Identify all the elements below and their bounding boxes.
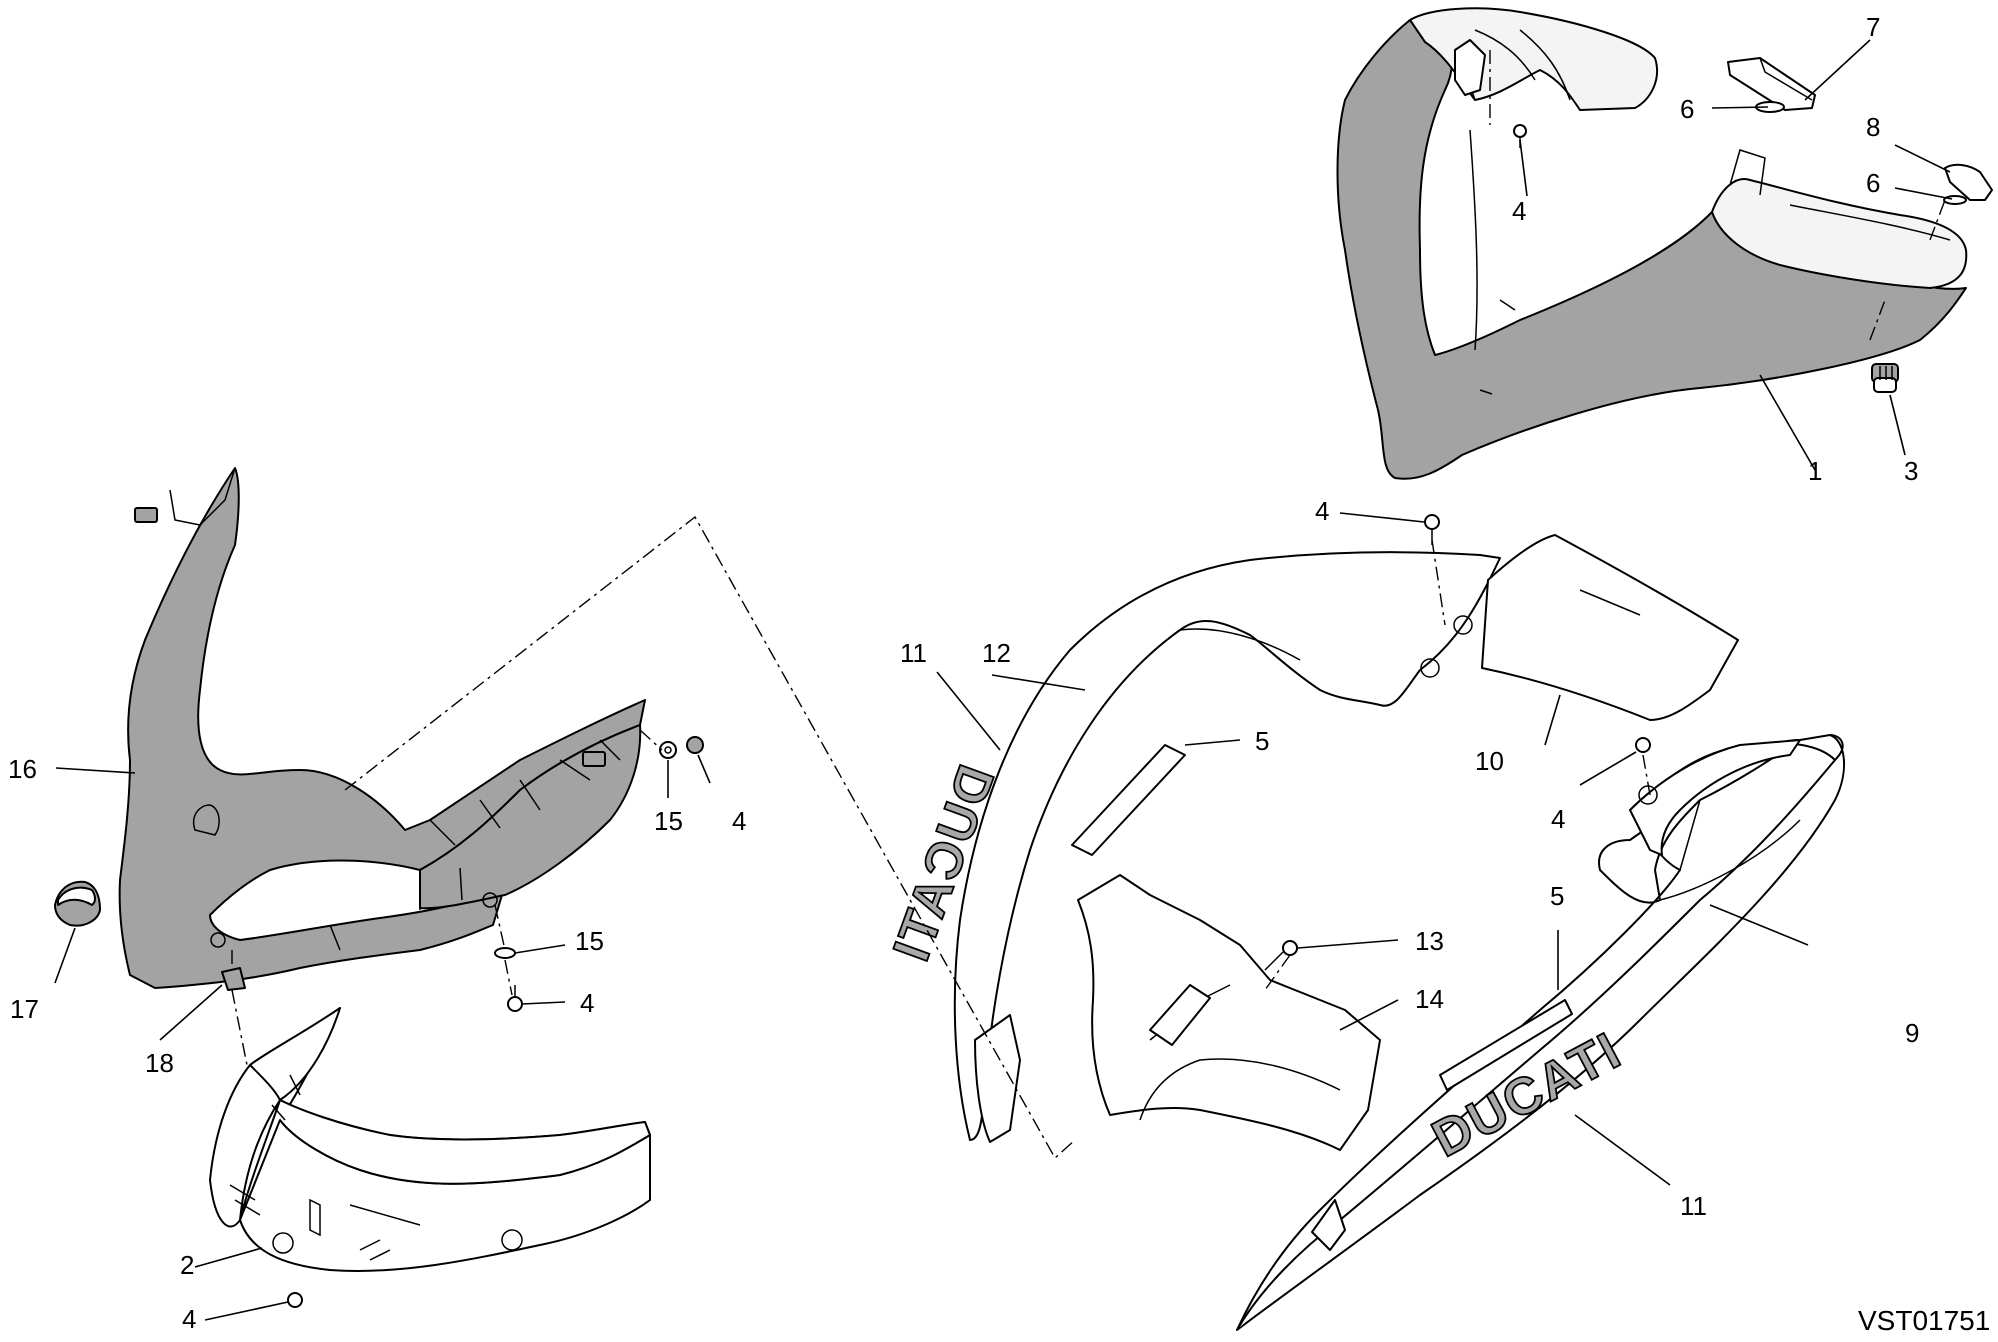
callout-4-center-top: 4 [1315, 496, 1329, 526]
part-5-strip-lower [1439, 999, 1573, 1091]
part-12-side-panel [953, 551, 1501, 1143]
callout-11-left: 11 [900, 638, 927, 668]
callout-17: 17 [10, 994, 39, 1024]
part-1-front-fairing [1336, 7, 1968, 480]
callout-9: 9 [1905, 1018, 1919, 1048]
callout-4-bottom: 4 [182, 1304, 196, 1334]
callout-14: 14 [1415, 984, 1444, 1014]
callout-15-lower: 15 [575, 926, 604, 956]
part-17-badge [54, 880, 101, 927]
part-5-strip-upper [1071, 744, 1186, 856]
callout-labels: 1 3 7 6 8 6 4 4 12 11 5 10 4 5 13 14 9 1… [8, 12, 1990, 1336]
part-2-lower-spoiler [209, 1007, 651, 1272]
part-4-screw-bottom-left [287, 1292, 303, 1308]
part-15-washer-lower [494, 947, 516, 959]
part-4-screw-center-right [1635, 737, 1651, 753]
callout-8: 8 [1866, 112, 1880, 142]
callout-6-upper: 6 [1680, 94, 1694, 124]
callout-15-upper: 15 [654, 806, 683, 836]
callout-3: 3 [1904, 456, 1918, 486]
part-6-washers [1755, 101, 1967, 205]
part-7-clip [1727, 57, 1816, 111]
part-18-clip [221, 967, 246, 991]
part-13-screw [1264, 940, 1298, 971]
callout-6-lower: 6 [1866, 168, 1880, 198]
callout-5-lower: 5 [1550, 881, 1564, 911]
callout-16: 16 [8, 754, 37, 784]
callout-4-left-upper: 4 [732, 806, 746, 836]
callout-18: 18 [145, 1048, 174, 1078]
part-15-washer-upper [659, 741, 677, 759]
callout-1: 1 [1808, 456, 1822, 486]
callout-4-center-right: 4 [1551, 804, 1565, 834]
callout-2: 2 [180, 1250, 194, 1280]
part-14-inner-bracket [1077, 874, 1381, 1151]
callout-12: 12 [982, 638, 1011, 668]
part-16-lower-fairing [118, 467, 646, 989]
part-4-screw-left-upper [686, 736, 704, 754]
leader-lines [54, 39, 1953, 1321]
callout-13: 13 [1415, 926, 1444, 956]
callout-10: 10 [1475, 746, 1504, 776]
callout-4-left-lower: 4 [580, 988, 594, 1018]
part-10-pad [1481, 534, 1739, 721]
callout-11-right: 11 [1680, 1191, 1707, 1221]
callout-7: 7 [1866, 12, 1880, 42]
callout-5-upper: 5 [1255, 726, 1269, 756]
callout-4-top: 4 [1512, 196, 1526, 226]
part-3-grommet [1871, 363, 1899, 393]
part-4-screw-center-top [1424, 514, 1440, 545]
part-8-clip [1944, 163, 1993, 201]
drawing-code: VST01751 [1858, 1305, 1990, 1336]
